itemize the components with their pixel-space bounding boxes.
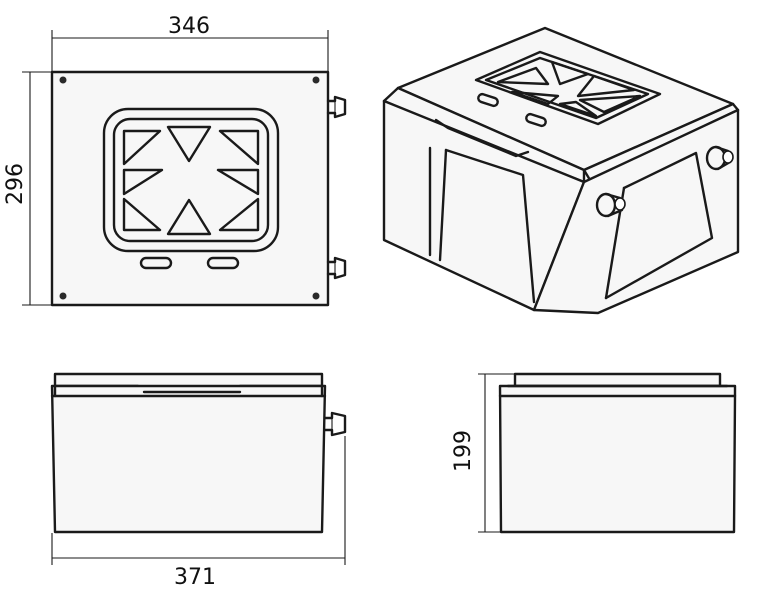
- screw-hole: [59, 76, 67, 84]
- iso-terminal-back: [705, 145, 734, 171]
- top-terminal-lower: [326, 256, 347, 280]
- top-depth-dimension: 296: [3, 71, 52, 306]
- screw-hole: [312, 76, 320, 84]
- iso-body-right-face: [532, 108, 740, 315]
- front-width-dimension: 371: [51, 436, 346, 590]
- iso-finger-grip: [477, 92, 499, 108]
- finger-grip: [139, 256, 173, 270]
- front-body: [50, 384, 327, 534]
- iso-finger-grip: [525, 112, 547, 128]
- front-view: 371: [50, 372, 347, 590]
- finger-grip: [206, 256, 240, 270]
- screw-hole: [59, 292, 67, 300]
- top-view: 346 296: [3, 14, 347, 307]
- side-lid: [513, 372, 722, 388]
- front-terminal: [323, 411, 347, 437]
- side-body: [498, 384, 737, 534]
- top-depth-label: 296: [3, 163, 28, 205]
- top-lid-outline: [50, 70, 330, 307]
- iso-handle-grid: [474, 50, 662, 126]
- side-height-label: 199: [451, 430, 476, 472]
- side-view: 199: [451, 372, 737, 534]
- side-height-dimension: 199: [451, 373, 515, 533]
- iso-terminal-front: [595, 192, 626, 218]
- top-width-dimension: 346: [51, 14, 329, 72]
- top-terminal-upper: [326, 95, 347, 119]
- screw-hole: [312, 292, 320, 300]
- isometric-view: [382, 26, 740, 315]
- top-width-label: 346: [168, 14, 210, 39]
- lid-handle-grid: [102, 107, 280, 253]
- front-width-label: 371: [174, 565, 216, 590]
